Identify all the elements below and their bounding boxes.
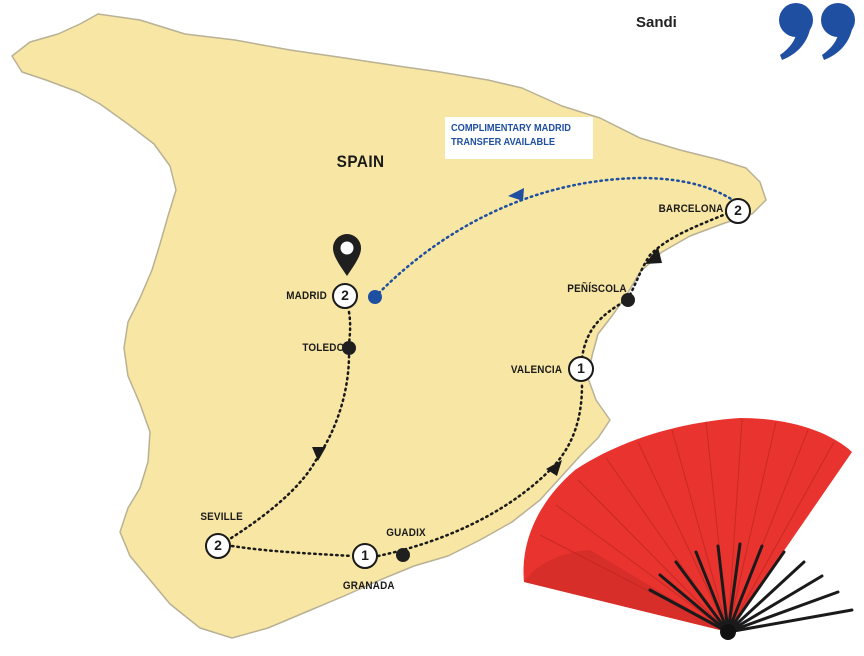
nights-badge-valencia: 1 <box>568 356 594 382</box>
map-pin-icon <box>333 234 361 276</box>
stop-dot-peniscola <box>621 293 635 307</box>
city-label-madrid: MADRID <box>286 290 327 302</box>
route-granada-valencia <box>376 383 584 558</box>
route-arrow-south <box>312 447 326 461</box>
nights-badge-barcelona: 2 <box>725 198 751 224</box>
transfer-route <box>373 176 742 299</box>
transfer-callout-line2: TRANSFER AVAILABLE <box>451 136 556 148</box>
city-label-valencia: VALENCIA <box>510 364 563 376</box>
transfer-arrow <box>508 188 524 201</box>
nights-badge-seville: 2 <box>205 533 231 559</box>
country-label: SPAIN <box>336 152 385 171</box>
stop-dot-toledo <box>342 341 356 355</box>
route-arrow-east <box>546 460 562 476</box>
nights-badge-madrid: 2 <box>332 283 358 309</box>
nights-badge-granada: 1 <box>352 543 378 569</box>
city-label-barcelona: BARCELONA <box>658 203 724 215</box>
route-valencia-barcelona <box>580 211 730 360</box>
city-label-peniscola: PEÑÍSCOLA <box>567 283 627 295</box>
brand-name: Sandi <box>636 14 677 31</box>
city-label-seville: SEVILLE <box>200 511 243 523</box>
transfer-callout-line1: COMPLIMENTARY MADRID <box>451 122 571 134</box>
spain-landmass <box>11 13 767 639</box>
stop-dot-guadix <box>396 548 410 562</box>
city-label-granada: GRANADA <box>342 580 395 592</box>
city-label-toledo: TOLEDO <box>302 342 345 354</box>
quote-mark-icon <box>779 3 855 60</box>
transfer-callout: COMPLIMENTARY MADRID TRANSFER AVAILABLE <box>445 117 593 159</box>
madrid-transfer-dot <box>368 290 382 304</box>
city-label-guadix: GUADIX <box>386 527 426 539</box>
hand-fan-icon <box>523 418 854 640</box>
route-arrow-north <box>645 247 662 264</box>
route-seville-granada <box>230 544 354 558</box>
